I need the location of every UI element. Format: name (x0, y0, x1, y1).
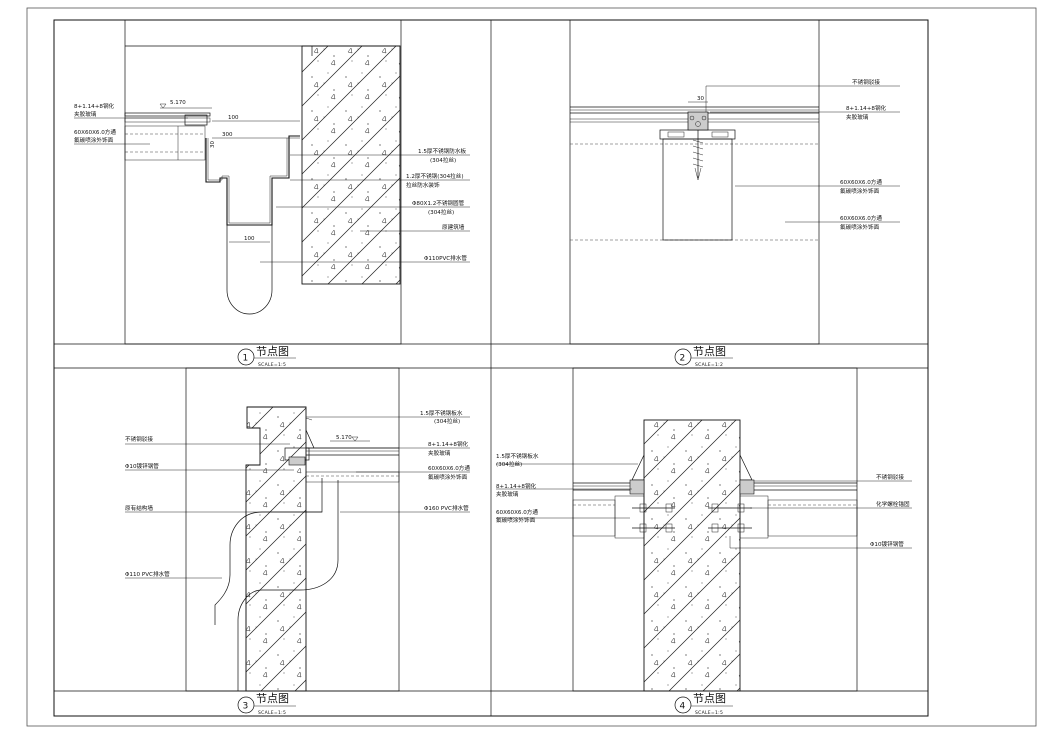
svg-text:(304拉丝): (304拉丝) (428, 208, 454, 216)
panel-3-steel-tube (305, 471, 400, 483)
panel-1-label-tube: 60X60X6.0方通 (74, 128, 116, 136)
panel-3-drain-pipe-b (237, 480, 339, 691)
panel-1-steel-tube (124, 125, 206, 161)
panel-3-level: 5.170 (336, 435, 352, 441)
panel-3-scale: SCALE=1:5 (258, 710, 286, 716)
panel-4-label-anchor: 化学螺栓锚固 (876, 500, 910, 508)
panel-4-concrete-wall (643, 419, 741, 692)
svg-text:氟碳喷涂外饰面: 氟碳喷涂外饰面 (428, 473, 468, 481)
panel-2-frame (569, 19, 820, 345)
panel-1-level: 5.170 (170, 100, 186, 106)
panel-1-label-glass: 8+1.14+8钢化 (74, 102, 115, 110)
panel-2-label-spider: 不锈钢驳接 (852, 78, 880, 86)
panel-3-label-spider: 不锈钢驳接 (125, 435, 153, 443)
panel-2-spider-fitting (687, 111, 709, 131)
panel-3-concrete-wall (245, 406, 307, 692)
panel-4-label-spider: 不锈钢驳接 (876, 473, 904, 481)
panel-1-label-r1: 1.5厚不锈钢防水板 (418, 147, 466, 155)
panel-1-label-tube-2: 氟碳喷涂外饰面 (74, 136, 114, 144)
svg-text:(304拉丝): (304拉丝) (434, 417, 460, 425)
panel-4-label-tube: 60X60X6.0方通 (496, 508, 538, 516)
panel-1-dim-100b: 100 (244, 236, 255, 242)
panel-2-dim-30: 30 (697, 96, 704, 102)
panel-1-frame (124, 19, 402, 345)
svg-text:(304拉丝): (304拉丝) (430, 156, 456, 164)
panel-1-dim-300: 300 (222, 132, 233, 138)
panel-4-number: 4 (680, 702, 686, 712)
svg-text:拉丝防水装饰: 拉丝防水装饰 (406, 181, 440, 189)
svg-text:氟碳喷涂外饰面: 氟碳喷涂外饰面 (496, 516, 536, 524)
panel-3-label-wall: 原有结构墙 (125, 504, 153, 512)
svg-text:氟碳喷涂外饰面: 氟碳喷涂外饰面 (840, 223, 880, 231)
panel-2: 30 不锈钢驳接 8+1.14+8钢化 夹胶玻璃 60X60X6.0方通 氟碳喷… (569, 19, 900, 368)
panel-3-label-glass: 8+1.14+8钢化 (428, 440, 469, 448)
panel-1-scale: SCALE=1:5 (258, 362, 286, 368)
panel-4-fitting-left (629, 479, 645, 495)
panel-4-title-circle (674, 696, 692, 714)
svg-text:夹胶玻璃: 夹胶玻璃 (496, 490, 519, 498)
panel-1-label-glass-2: 夹胶玻璃 (74, 110, 97, 118)
panel-3-drain-pipe-a (214, 478, 323, 625)
panel-2-title-circle (674, 348, 692, 366)
panel-3-label-pvc: Φ110 PVC排水管 (125, 570, 170, 578)
panel-3-title: 节点图 (256, 692, 289, 705)
panel-1-title: 节点图 (256, 345, 289, 358)
panel-4-label-glass: 8+1.14+8钢化 (496, 482, 537, 490)
panel-2-scale: SCALE=1:2 (695, 362, 723, 368)
panel-4-steel-tube-right (767, 499, 858, 537)
panel-1-number: 1 (243, 354, 249, 364)
svg-text:(304拉丝): (304拉丝) (496, 460, 522, 468)
panel-2-number: 2 (680, 354, 686, 364)
panel-4-label-pipe: Φ10镀锌钢管 (870, 540, 904, 548)
panel-4-title: 节点图 (693, 692, 726, 705)
panel-4-fitting-right (739, 479, 755, 495)
panel-2-label-tube: 60X60X6.0方通 (840, 178, 882, 186)
panel-1-label-r5: Φ110PVC排水管 (424, 254, 467, 262)
panel-4-scale: SCALE=1:5 (695, 710, 723, 716)
panel-1-gutter (205, 135, 300, 226)
panel-1-dim-100: 100 (228, 115, 239, 121)
panel-3-label-pvc160: Φ160 PVC排水管 (424, 504, 469, 512)
panel-3-title-circle (237, 696, 255, 714)
panel-2-label-glass: 8+1.14+8钢化 (846, 104, 887, 112)
panel-4: 1.5厚不锈钢板水 (304拉丝) 8+1.14+8钢化 夹胶玻璃 60X60X… (496, 367, 912, 716)
panel-2-steel-tube (662, 138, 733, 241)
panel-1: 5.170 100 300 100 30 8+1.14+8钢化 夹胶玻璃 60X… (74, 19, 470, 368)
panel-3-label-plate: 1.5厚不锈钢板水 (420, 409, 463, 417)
panel-4-anchor-bolts (632, 503, 752, 533)
svg-text:夹胶玻璃: 夹胶玻璃 (846, 113, 869, 121)
sheet-outer-border (26, 7, 1037, 727)
panel-1-label-r2: 1.2厚不锈钢(304拉丝) (406, 172, 464, 180)
panel-1-title-circle (237, 348, 255, 366)
panel-3-label-pipe: Φ10镀锌钢管 (125, 462, 159, 470)
panel-3-number: 3 (243, 702, 249, 712)
svg-text:氟碳喷涂外饰面: 氟碳喷涂外饰面 (840, 187, 880, 195)
panel-3: 5.170 不锈钢驳接 Φ10镀锌钢管 原有结构墙 Φ110 PVC排水管 1.… (125, 367, 470, 716)
panel-1-label-r4: 原建筑墙 (442, 223, 465, 231)
panel-1-glass (124, 112, 211, 117)
panel-4-label-plate: 1.5厚不锈钢板水 (496, 452, 539, 460)
panel-1-label-r3: Φ80X1.2不锈钢圆管 (412, 199, 465, 207)
panel-3-label-tube: 60X60X6.0方通 (428, 464, 470, 472)
panel-2-label-tube-b: 60X60X6.0方通 (840, 214, 882, 222)
panel-1-concrete-wall (301, 45, 401, 285)
svg-text:夹胶玻璃: 夹胶玻璃 (428, 449, 451, 457)
panel-3-spider-fitting (288, 456, 306, 466)
panel-2-title: 节点图 (693, 345, 726, 358)
panel-1-dim-30: 30 (210, 141, 216, 148)
panel-1-drain-pipe (226, 225, 273, 315)
